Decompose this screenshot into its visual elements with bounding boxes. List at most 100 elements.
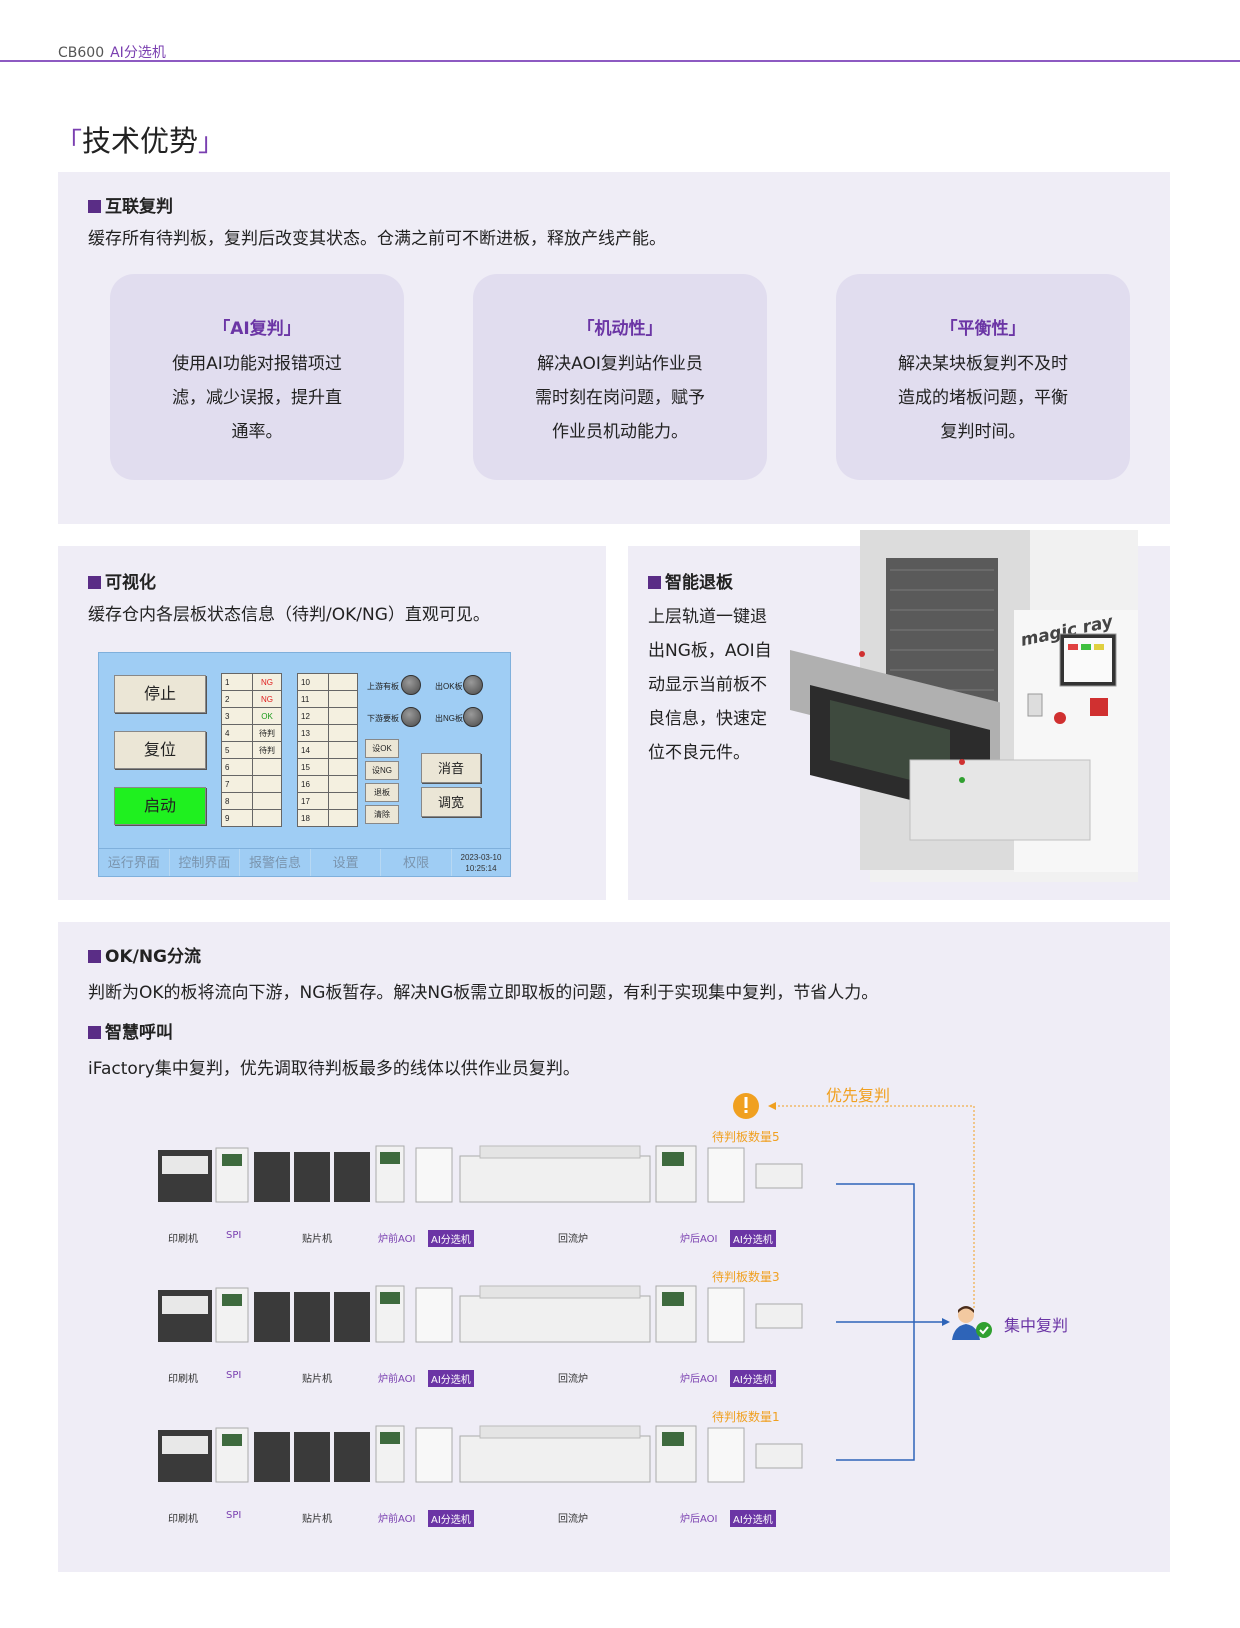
reflow-oven-top — [479, 1425, 641, 1439]
slot-status: OK — [252, 707, 282, 725]
card-body: 解决AOI复判站作业员 需时刻在岗问题，赋予 作业员机动能力。 — [473, 347, 767, 449]
upstream-board-indicator — [401, 675, 421, 695]
card-ai-review: 「AI复判」 使用AI功能对报错项过 滤，减少误报，提升直 通率。 — [110, 274, 404, 480]
adjust-width-button[interactable]: 调宽 — [421, 787, 481, 817]
slot-status — [252, 775, 282, 793]
reflow-oven — [459, 1155, 651, 1203]
slot-number: 2 — [221, 690, 253, 708]
slot-status — [328, 792, 358, 810]
slot-number: 8 — [221, 792, 253, 810]
slot-status — [328, 809, 358, 827]
slot-status — [252, 809, 282, 827]
slot-table-2: 10 11 12 13 14 15 16 17 18 — [297, 673, 358, 827]
slot-number: 16 — [297, 775, 329, 793]
spi-screen — [222, 1154, 242, 1166]
out-ng-label: 出NG板 — [435, 714, 463, 723]
slot-status: 待判 — [252, 724, 282, 742]
slot-number: 11 — [297, 690, 329, 708]
nav-control[interactable]: 控制界面 — [170, 849, 241, 876]
card-line: 滤，减少误报，提升直 — [172, 388, 342, 408]
machine-label: 印刷机 — [168, 1374, 198, 1385]
machine-label: 印刷机 — [168, 1234, 198, 1245]
operator-icon — [952, 1306, 992, 1340]
slot-number: 7 — [221, 775, 253, 793]
pre-aoi-screen — [380, 1292, 400, 1304]
retreat-line: 良信息，快速定 — [648, 709, 767, 729]
mounter-machine — [334, 1152, 370, 1202]
clear-button[interactable]: 清除 — [365, 805, 399, 824]
set-ok-button[interactable]: 设OK — [365, 739, 399, 758]
nav-run[interactable]: 运行界面 — [99, 849, 170, 876]
nav-permission[interactable]: 权限 — [381, 849, 452, 876]
production-line — [158, 1145, 803, 1203]
machine-label: 回流炉 — [558, 1374, 588, 1385]
out-ok-indicator — [463, 675, 483, 695]
machine-label: AI分选机 — [730, 1510, 776, 1527]
nav-alarm[interactable]: 报警信息 — [240, 849, 311, 876]
slot-number: 15 — [297, 758, 329, 776]
flow-title: OK/NG分流 — [88, 942, 201, 967]
card-balance: 「平衡性」 解决某块板复判不及时 造成的堵板问题，平衡 复判时间。 — [836, 274, 1130, 480]
machine-label: AI分选机 — [428, 1370, 474, 1387]
machine-label: SPI — [226, 1370, 242, 1381]
mute-button[interactable]: 消音 — [421, 753, 481, 783]
machine-label: AI分选机 — [730, 1230, 776, 1247]
stop-button[interactable]: 停止 — [114, 675, 206, 713]
slot-number: 4 — [221, 724, 253, 742]
downstream-request-indicator — [401, 707, 421, 727]
slot-status — [328, 690, 358, 708]
machine-label: 炉前AOI — [378, 1374, 416, 1385]
machine-label: SPI — [226, 1230, 242, 1241]
post-aoi-screen — [662, 1432, 684, 1446]
card-title: 「平衡性」 — [940, 319, 1026, 339]
conveyor — [755, 1163, 803, 1189]
reset-button[interactable]: 复位 — [114, 731, 206, 769]
set-ng-button[interactable]: 设NG — [365, 761, 399, 780]
ai-sorter-machine — [707, 1287, 745, 1343]
slot-status — [252, 758, 282, 776]
start-button[interactable]: 启动 — [114, 787, 206, 825]
machine-label: 炉后AOI — [680, 1374, 718, 1385]
header-divider — [0, 60, 1240, 62]
reflow-oven-top — [479, 1285, 641, 1299]
hmi-date: 2023-03-10 — [460, 853, 502, 862]
card-line: 作业员机动能力。 — [552, 422, 688, 442]
machine-label: 炉前AOI — [378, 1234, 416, 1245]
nav-settings[interactable]: 设置 — [311, 849, 382, 876]
machine-label: 贴片机 — [302, 1374, 332, 1385]
card-line: 需时刻在岗问题，赋予 — [535, 388, 705, 408]
machine-label: SPI — [226, 1510, 242, 1521]
spi-machine — [215, 1427, 249, 1483]
header-model: CB600 — [58, 45, 105, 61]
retreat-line: 上层轨道一键退 — [648, 607, 767, 627]
card-line: 解决某块板复判不及时 — [898, 354, 1068, 374]
printer-panel — [162, 1296, 208, 1314]
mounter-machine — [334, 1432, 370, 1482]
hmi-datetime: 2023-03-10 10:25:14 — [452, 849, 510, 876]
pre-aoi-screen — [380, 1432, 400, 1444]
mounter-machine — [254, 1152, 290, 1202]
retreat-board-button[interactable]: 退板 — [365, 783, 399, 802]
ai-sorter-machine — [707, 1427, 745, 1483]
printer-panel — [162, 1156, 208, 1174]
retreat-line: 位不良元件。 — [648, 743, 750, 763]
ai-sorter-machine — [707, 1147, 745, 1203]
interconnect-body: 缓存所有待判板，复判后改变其状态。仓满之前可不断进板，释放产线产能。 — [88, 229, 666, 249]
pending-count: 待判板数量5 — [712, 1130, 780, 1144]
card-line: 解决AOI复判站作业员 — [537, 354, 703, 374]
retreat-title: 智能退板 — [648, 568, 733, 593]
priority-label: 优先复判 — [826, 1086, 891, 1105]
machine-label: 贴片机 — [302, 1234, 332, 1245]
visual-body: 缓存仓内各层板状态信息（待判/OK/NG）直观可见。 — [88, 605, 490, 625]
hmi-nav-bar: 运行界面 控制界面 报警信息 设置 权限 2023-03-10 10:25:14 — [99, 848, 510, 876]
machine-label: 炉后AOI — [680, 1514, 718, 1525]
header-product: AI分选机 — [110, 45, 166, 61]
production-line — [158, 1425, 803, 1483]
out-ok-label: 出OK板 — [435, 682, 463, 691]
slot-status — [328, 724, 358, 742]
mounter-machine — [294, 1152, 330, 1202]
slot-number: 5 — [221, 741, 253, 759]
pending-count: 待判板数量3 — [712, 1270, 780, 1284]
slot-status — [252, 792, 282, 810]
